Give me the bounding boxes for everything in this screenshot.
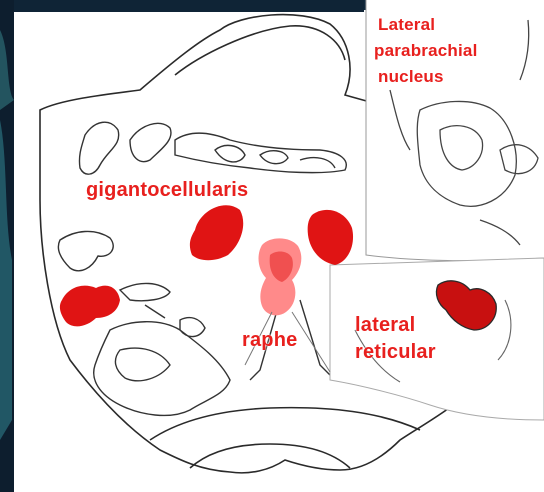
label-lateral-reticular-line1: lateral	[355, 315, 415, 335]
label-raphe: raphe	[242, 330, 297, 350]
label-lateral-parabrachial-line1: Lateral	[378, 16, 435, 33]
label-gigantocellularis: gigantocellularis	[86, 180, 248, 200]
label-lateral-parabrachial-line3: nucleus	[378, 68, 444, 85]
label-lateral-reticular-line2: reticular	[355, 342, 436, 362]
inset-panel	[366, 0, 544, 265]
label-lateral-parabrachial-line2: parabrachial	[374, 42, 478, 59]
